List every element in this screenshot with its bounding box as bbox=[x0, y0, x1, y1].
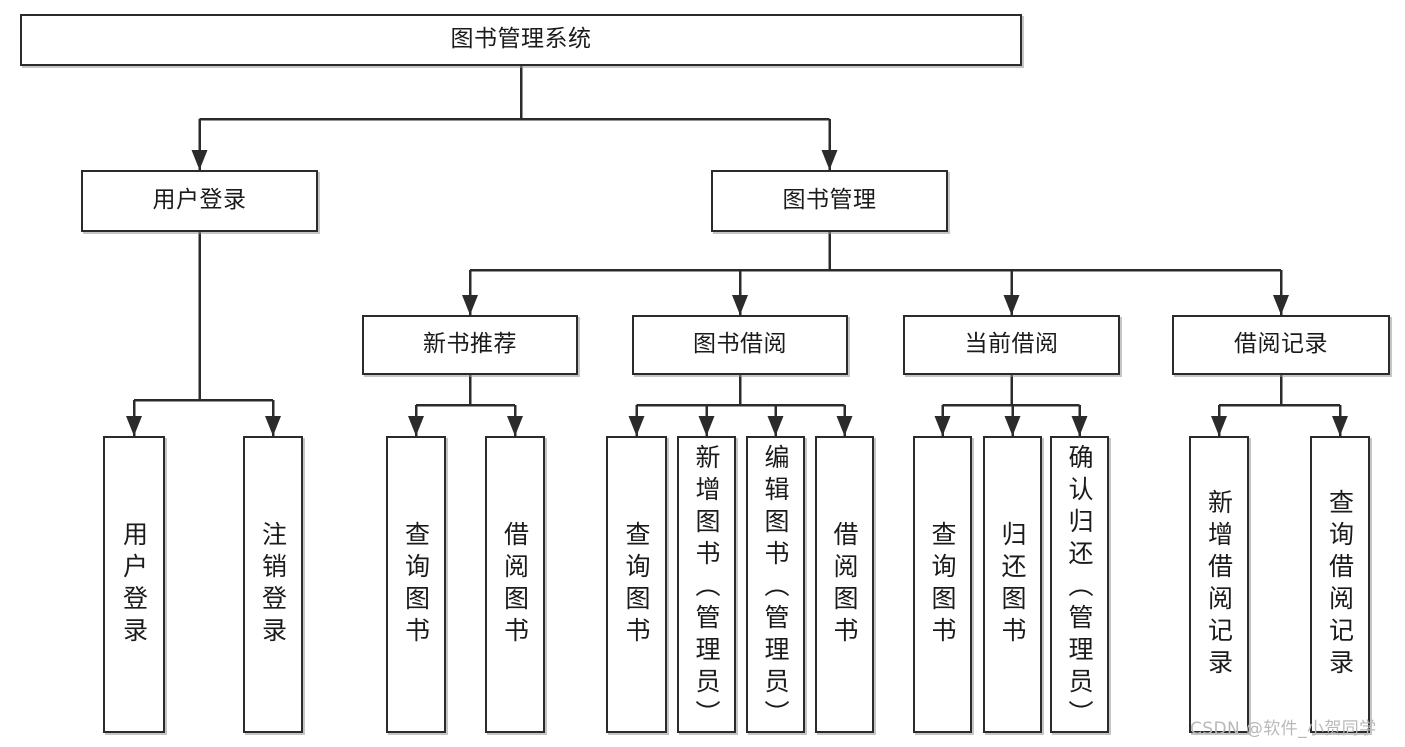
node-label: 图书借阅 bbox=[693, 331, 787, 358]
node-label: 当前借阅 bbox=[964, 331, 1059, 358]
node-label: 图书管理系统 bbox=[450, 26, 592, 53]
node-leaf-add-book-admin[interactable]: 新增图书（管理员） bbox=[677, 436, 736, 733]
node-leaf-borrow-book-recommendation[interactable]: 借阅图书 bbox=[485, 436, 545, 733]
node-label: 借阅图书 bbox=[830, 520, 859, 649]
node-leaf-user-login[interactable]: 用户登录 bbox=[103, 436, 165, 733]
node-label: 借阅记录 bbox=[1234, 331, 1328, 358]
node-leaf-confirm-return-admin[interactable]: 确认归还（管理员） bbox=[1050, 436, 1109, 733]
node-leaf-add-borrow-record[interactable]: 新增借阅记录 bbox=[1189, 436, 1249, 733]
node-leaf-logout[interactable]: 注销登录 bbox=[243, 436, 303, 733]
node-leaf-query-borrow-record[interactable]: 查询借阅记录 bbox=[1310, 436, 1370, 733]
node-root-book-management-system[interactable]: 图书管理系统 bbox=[20, 14, 1022, 66]
node-label: 新增图书（管理员） bbox=[692, 444, 721, 732]
node-current-borrowing[interactable]: 当前借阅 bbox=[903, 315, 1120, 375]
node-leaf-return-book[interactable]: 归还图书 bbox=[983, 436, 1042, 733]
node-label: 归还图书 bbox=[998, 520, 1027, 649]
node-label: 用户登录 bbox=[119, 520, 149, 649]
node-new-book-recommendation[interactable]: 新书推荐 bbox=[362, 315, 578, 375]
node-leaf-edit-book-admin[interactable]: 编辑图书（管理员） bbox=[746, 436, 805, 733]
node-leaf-query-book-recommendation[interactable]: 查询图书 bbox=[386, 436, 446, 733]
node-label: 查询图书 bbox=[401, 520, 431, 649]
node-label: 确认归还（管理员） bbox=[1065, 444, 1094, 732]
node-leaf-borrow-book-borrowing[interactable]: 借阅图书 bbox=[815, 436, 874, 733]
node-leaf-query-book-borrowing[interactable]: 查询图书 bbox=[606, 436, 667, 733]
node-label: 新书推荐 bbox=[423, 331, 517, 358]
node-label: 查询借阅记录 bbox=[1325, 488, 1355, 681]
node-label: 图书管理 bbox=[782, 187, 877, 214]
node-label: 用户登录 bbox=[152, 187, 247, 214]
node-label: 注销登录 bbox=[258, 520, 288, 649]
node-borrowing-record[interactable]: 借阅记录 bbox=[1172, 315, 1390, 375]
csdn-watermark: CSDN @软件_小贺同学 bbox=[1190, 719, 1377, 739]
node-book-management[interactable]: 图书管理 bbox=[711, 170, 948, 232]
node-label: 新增借阅记录 bbox=[1204, 488, 1234, 681]
node-user-login[interactable]: 用户登录 bbox=[81, 170, 318, 232]
node-leaf-query-book-current[interactable]: 查询图书 bbox=[913, 436, 972, 733]
node-book-borrowing[interactable]: 图书借阅 bbox=[632, 315, 848, 375]
node-label: 查询图书 bbox=[928, 520, 957, 649]
node-label: 借阅图书 bbox=[500, 520, 530, 649]
node-label: 查询图书 bbox=[622, 520, 651, 649]
node-label: 编辑图书（管理员） bbox=[761, 444, 790, 732]
